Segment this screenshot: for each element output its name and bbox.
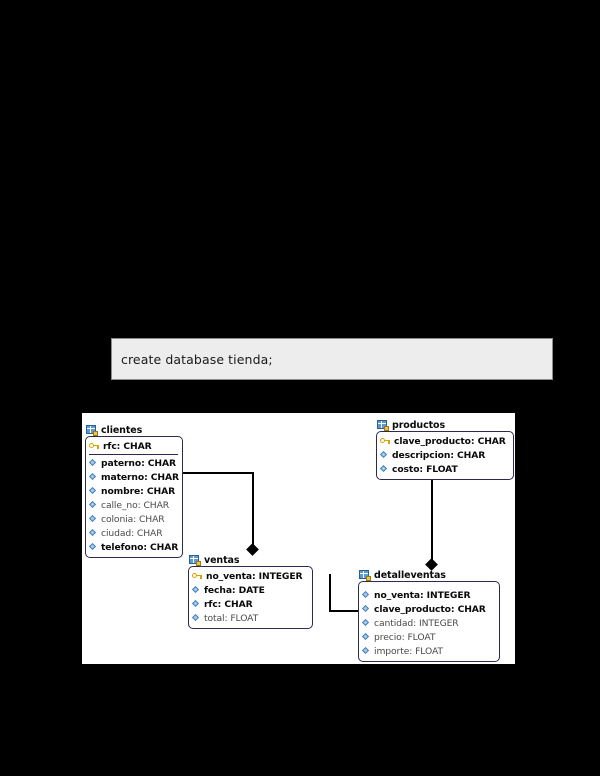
field-row: materno: CHAR [88,470,179,484]
attribute-icon [191,599,200,608]
attribute-icon [361,618,370,627]
attribute-icon [88,486,97,495]
er-diagram-canvas: clientes rfc: CHAR paterno: CHAR materno… [82,413,515,664]
field-row: cantidad: INTEGER [361,616,495,630]
field-label: nombre: CHAR [101,485,176,497]
key-icon [192,572,202,581]
primary-key-separator [89,454,178,455]
field-row: clave_producto: CHAR [361,602,495,616]
entity-ventas-name: ventas [204,555,240,566]
field-row: importe: FLOAT [361,644,495,658]
table-icon [359,570,371,581]
attribute-icon [191,585,200,594]
entity-detalleventas-body: no_venta: INTEGER clave_producto: CHAR c… [358,581,500,662]
field-row: clave_producto: CHAR [380,434,509,448]
field-row: no_venta: INTEGER [192,569,308,583]
field-label: importe: FLOAT [374,645,443,657]
entity-productos-body: clave_producto: CHAR descripcion: CHAR c… [376,431,514,480]
field-row: fecha: DATE [191,583,308,597]
entity-ventas[interactable]: ventas no_venta: INTEGER fecha: DATE rfc… [188,553,313,629]
entity-clientes-body: rfc: CHAR paterno: CHAR materno: CHAR no… [85,436,183,558]
field-row: total: FLOAT [191,611,308,625]
field-row: nombre: CHAR [88,484,178,498]
field-row: descripcion: CHAR [379,448,509,462]
attribute-icon [379,464,388,473]
entity-detalleventas[interactable]: detalleventas no_venta: INTEGER clave_pr… [358,568,500,662]
field-label: colonia: CHAR [101,513,165,525]
table-icon [86,425,98,436]
entity-productos-header: productos [376,418,514,433]
entity-clientes-name: clientes [101,425,143,436]
attribute-icon [361,646,370,655]
entity-ventas-header: ventas [188,553,313,568]
attribute-icon [361,604,370,613]
entity-clientes-header: clientes [85,423,183,438]
field-label: clave_producto: CHAR [394,435,506,447]
key-icon [380,437,390,446]
attribute-icon [191,613,200,622]
field-row: ciudad: CHAR [88,526,178,540]
field-row: colonia: CHAR [88,512,178,526]
connector-ventas-detalleventas-vertical [329,574,331,612]
table-icon [189,555,201,566]
attribute-icon [88,472,97,481]
field-label: rfc: CHAR [204,598,253,610]
connector-clientes-ventas-horizontal [179,472,254,474]
field-label: descripcion: CHAR [392,449,486,461]
field-label: telefono: CHAR [101,541,179,553]
field-label: ciudad: CHAR [101,527,163,539]
attribute-icon [361,590,370,599]
field-row: paterno: CHAR [88,456,178,470]
field-label: precio: FLOAT [374,631,436,643]
sql-code-text: create database tienda; [121,351,273,367]
field-label: materno: CHAR [101,471,179,483]
field-label: no_venta: INTEGER [206,570,303,582]
entity-detalleventas-name: detalleventas [374,570,446,581]
connector-ventas-detalleventas-horizontal [329,610,365,612]
entity-clientes[interactable]: clientes rfc: CHAR paterno: CHAR materno… [85,423,183,558]
field-label: paterno: CHAR [101,457,176,469]
table-icon [377,420,389,431]
attribute-icon [88,528,97,537]
field-label: costo: FLOAT [392,463,458,475]
field-label: clave_producto: CHAR [374,603,486,615]
attribute-icon [88,542,97,551]
field-label: rfc: CHAR [103,440,152,452]
field-row: telefono: CHAR [88,540,179,554]
attribute-icon [88,458,97,467]
field-row: costo: FLOAT [379,462,509,476]
field-row: precio: FLOAT [361,630,495,644]
entity-ventas-body: no_venta: INTEGER fecha: DATE rfc: CHAR … [188,566,313,629]
field-label: cantidad: INTEGER [374,617,459,629]
field-row: rfc: CHAR [89,439,178,453]
key-icon [89,442,99,451]
field-label: calle_no: CHAR [101,499,170,511]
field-label: total: FLOAT [204,612,259,624]
field-label: fecha: DATE [204,584,265,596]
entity-productos[interactable]: productos clave_producto: CHAR descripci… [376,418,514,480]
attribute-icon [379,450,388,459]
connector-clientes-ventas-vertical [252,472,254,551]
attribute-icon [361,632,370,641]
entity-detalleventas-header: detalleventas [358,568,500,583]
connector-productos-detalleventas-vertical [431,466,433,566]
sql-code-block: create database tienda; [111,338,553,380]
entity-productos-name: productos [392,420,446,431]
attribute-icon [88,514,97,523]
field-label: no_venta: INTEGER [374,589,471,601]
attribute-icon [88,500,97,509]
field-row: calle_no: CHAR [88,498,178,512]
field-row: no_venta: INTEGER [361,588,495,602]
field-row: rfc: CHAR [191,597,308,611]
